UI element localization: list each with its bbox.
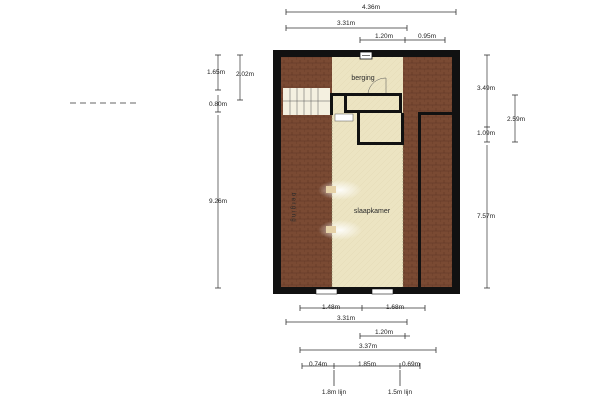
dim-left-d1: 1.65m	[207, 69, 225, 76]
room-label-berging: berging	[351, 75, 374, 82]
dim-bottom-b4: 1.20m	[375, 329, 393, 336]
dim-bottom-b8: 0.69m	[402, 361, 420, 368]
door-swing	[367, 77, 387, 94]
dim-right-d2: 2.59m	[507, 116, 525, 123]
dim-bottom-b3: 3.31m	[337, 315, 355, 322]
dim-bottom-b5: 3.37m	[359, 343, 377, 350]
dim-right-d3: 1.09m	[477, 130, 495, 137]
dim-left-d4: 9.26m	[209, 198, 227, 205]
window-right	[371, 288, 394, 295]
bottom-dimensions: 1.48m 1.68m 3.31m 1.20m 3.37m 0.74m 1.85…	[285, 304, 437, 396]
dim-seg-a: 1.20m	[375, 33, 393, 40]
sink-icon	[334, 113, 354, 122]
room-label-side: berging	[290, 193, 296, 224]
dim-left-d2: 2.02m	[236, 71, 254, 78]
dim-right-d4: 7.57m	[477, 213, 495, 220]
right-dimensions: 3.49m 2.59m 1.09m 7.57m	[477, 54, 525, 289]
light-fixture-icon	[318, 180, 362, 200]
room-label-slaapkamer: slaapkamer	[354, 208, 391, 215]
left-dimensions: 1.65m 2.02m 0.80m 9.26m	[207, 54, 254, 289]
dim-seg-b: 0.95m	[418, 33, 436, 40]
window-left	[315, 288, 338, 295]
dim-bottom-b6: 0.74m	[309, 361, 327, 368]
slaapkamer-floor	[332, 57, 403, 287]
dim-bottom-b7: 1.85m	[358, 361, 376, 368]
height-line-right: 1.5m lijn	[388, 389, 413, 396]
dim-inner-width: 3.31m	[337, 20, 355, 27]
light-fixture-icon	[318, 220, 362, 240]
stair-steps	[283, 88, 330, 115]
dim-left-d3: 0.80m	[209, 101, 227, 108]
stairs	[283, 88, 330, 115]
dim-bottom-b1: 1.48m	[322, 304, 340, 311]
dim-total-width: 4.36m	[362, 4, 380, 11]
height-line-left: 1.8m lijn	[322, 389, 347, 396]
interior-walls	[330, 93, 452, 287]
top-dimensions: 4.36m 3.31m 1.20m 0.95m	[285, 4, 457, 43]
dim-right-d1: 3.49m	[477, 85, 495, 92]
dim-bottom-b2: 1.68m	[386, 304, 404, 311]
